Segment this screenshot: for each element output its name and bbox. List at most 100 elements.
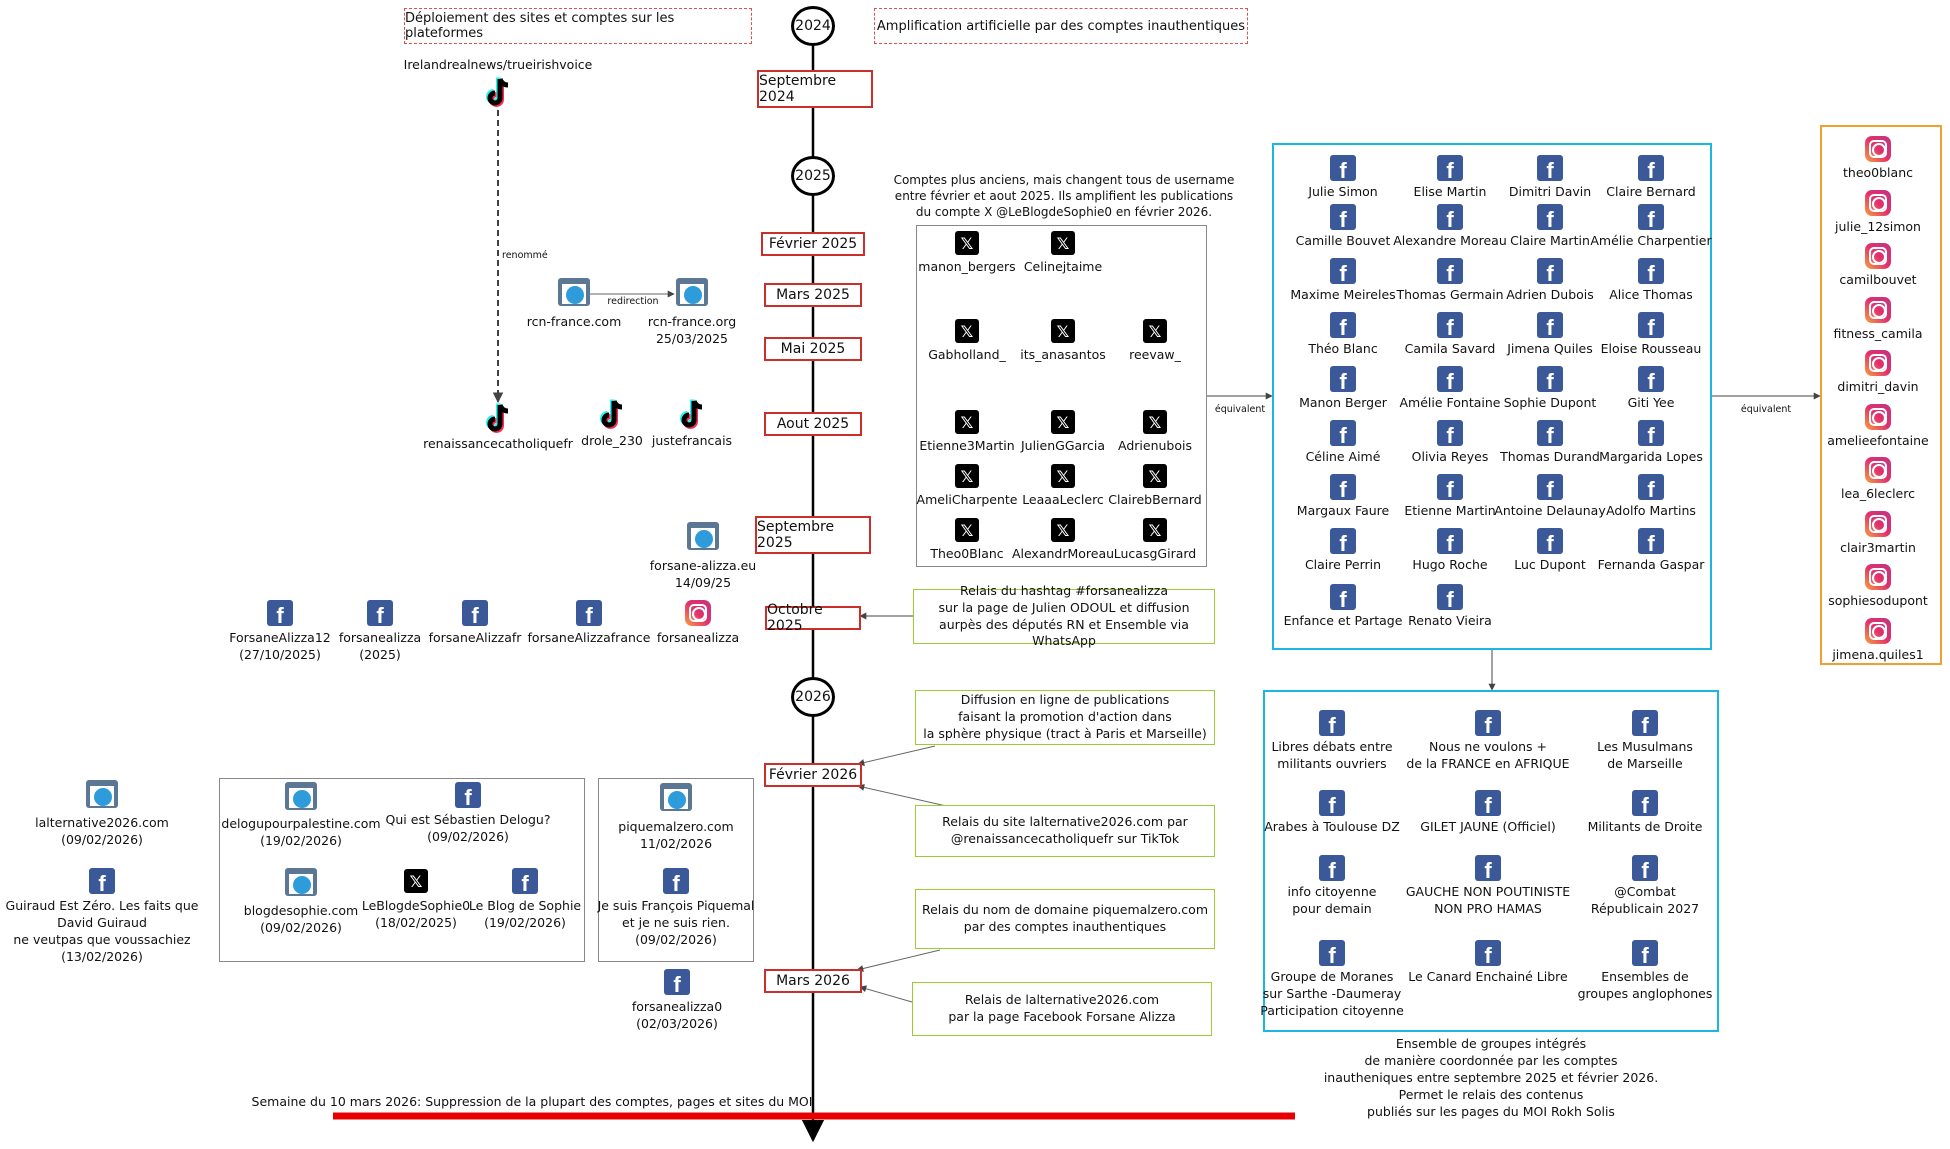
piquemal-site-label: piquemalzero.com 11/02/2026 bbox=[618, 819, 734, 851]
fb-account-label: Margarida Lopes bbox=[1599, 449, 1703, 464]
x-icon: 𝕏 bbox=[955, 410, 979, 434]
facebook-group-icon bbox=[1475, 710, 1501, 739]
x-account-label: AlexandrMoreau bbox=[1011, 546, 1115, 561]
ig-account-label: dimitri_davin bbox=[1837, 379, 1919, 394]
facebook-icon bbox=[1437, 258, 1463, 287]
facebook-group-icon bbox=[1319, 710, 1345, 739]
fb-account-label: Luc Dupont bbox=[1514, 557, 1586, 572]
instagram-icon bbox=[1865, 617, 1891, 644]
fb-page-label: forsaneAlizzafrance bbox=[527, 630, 651, 645]
facebook-group-icon bbox=[1632, 855, 1658, 884]
group-label: Ensembles de groupes anglophones bbox=[1577, 969, 1713, 1001]
note-tiktok-relay: Relais du site lalternative2026.com par … bbox=[915, 805, 1215, 857]
x-account-label: its_anasantos bbox=[1020, 347, 1106, 362]
fb-account-label: Manon Berger bbox=[1299, 395, 1387, 410]
fb-account-label: Dimitri Davin bbox=[1508, 184, 1592, 199]
fb-page-label: forsanealizza (2025) bbox=[338, 630, 422, 662]
piquemal-fb-label: Je suis François Piquemal et je ne suis … bbox=[597, 898, 755, 947]
facebook-icon bbox=[1537, 155, 1563, 184]
lalternative-label: lalternative2026.com (09/02/2026) bbox=[35, 815, 169, 847]
x-account-label: Adrienubois bbox=[1118, 438, 1192, 453]
facebook-icon bbox=[367, 600, 393, 629]
x-icon: 𝕏 bbox=[955, 464, 979, 488]
x-icon: 𝕏 bbox=[1143, 464, 1167, 488]
fb-account-label: Hugo Roche bbox=[1412, 557, 1488, 572]
facebook-icon bbox=[1537, 312, 1563, 341]
ig-account-label: fitness_camila bbox=[1833, 325, 1923, 341]
website-icon bbox=[86, 780, 118, 808]
instagram-icon bbox=[1865, 457, 1891, 483]
x-icon: 𝕏 bbox=[1051, 231, 1075, 255]
facebook-icon bbox=[1437, 312, 1463, 341]
instagram-icon bbox=[685, 600, 711, 626]
fb-account-label: Camille Bouvet bbox=[1295, 233, 1391, 248]
x-icon: 𝕏 bbox=[1051, 464, 1075, 488]
delogu-site-label: delogupourpalestine.com (19/02/2026) bbox=[221, 816, 381, 848]
date-mars-2025: Mars 2025 bbox=[764, 283, 862, 307]
year-2026: 2026 bbox=[791, 677, 835, 717]
fb-account-label: Théo Blanc bbox=[1308, 341, 1378, 356]
fb-account-label: Thomas Durand bbox=[1500, 449, 1600, 464]
facebook-icon bbox=[1638, 204, 1664, 233]
facebook-icon bbox=[1330, 474, 1356, 503]
tiktok-top-label: Irelandrealnews/trueirishvoice bbox=[403, 57, 593, 72]
x-icon: 𝕏 bbox=[1051, 319, 1075, 343]
rcn-com-label: rcn-france.com bbox=[526, 314, 622, 329]
tiktok-account-label: renaissancecatholiquefr bbox=[423, 436, 573, 451]
deletion-label: Semaine du 10 mars 2026: Suppression de … bbox=[251, 1094, 813, 1109]
group-label: info citoyenne pour demain bbox=[1287, 884, 1377, 916]
instagram-icon bbox=[1865, 403, 1891, 430]
fb-account-label: Sophie Dupont bbox=[1503, 395, 1597, 410]
note-facebook-relay: Relais de lalternative2026.com par la pa… bbox=[912, 982, 1212, 1036]
website-icon bbox=[676, 278, 708, 306]
ig-account-label: julie_12simon bbox=[1835, 218, 1921, 234]
ig-account-label: camilbouvet bbox=[1839, 272, 1917, 287]
facebook-icon bbox=[1537, 366, 1563, 395]
facebook-icon bbox=[1437, 366, 1463, 395]
fb-account-label: Enfance et Partage bbox=[1283, 613, 1403, 628]
fb-account-label: Margaux Faure bbox=[1296, 503, 1390, 518]
groups-caption: Ensemble de groupes intégrés de manière … bbox=[1323, 1036, 1659, 1119]
facebook-icon bbox=[664, 969, 690, 998]
facebook-icon bbox=[1330, 204, 1356, 233]
facebook-icon bbox=[1437, 584, 1463, 613]
x-icon: 𝕏 bbox=[955, 518, 979, 542]
facebook-icon bbox=[1330, 258, 1356, 287]
x-icon: 𝕏 bbox=[1051, 410, 1075, 434]
x-icon: 𝕏 bbox=[1051, 518, 1075, 542]
x-icon: 𝕏 bbox=[1143, 410, 1167, 434]
fb-accounts-box bbox=[1272, 143, 1712, 650]
facebook-group-icon bbox=[1319, 855, 1345, 884]
blog-fb-label: Le Blog de Sophie (19/02/2026) bbox=[468, 898, 582, 930]
instagram-icon bbox=[1865, 510, 1891, 537]
website-icon bbox=[285, 868, 317, 896]
facebook-icon bbox=[1330, 528, 1356, 557]
website-icon bbox=[687, 522, 719, 550]
fb-account-label: Julie Simon bbox=[1308, 184, 1378, 199]
x-account-label: LeaaaLeclerc bbox=[1022, 492, 1104, 507]
tiktok-account-label: justefrancais bbox=[651, 433, 733, 448]
facebook-icon bbox=[1330, 312, 1356, 341]
fb-account-label: Elise Martin bbox=[1413, 184, 1487, 199]
tiktok-icon bbox=[675, 398, 709, 436]
facebook-icon bbox=[1638, 312, 1664, 341]
x-icon: 𝕏 bbox=[955, 319, 979, 343]
instagram-icon bbox=[1865, 136, 1891, 162]
fb-account-label: Céline Aimé bbox=[1305, 449, 1381, 464]
fb-page-label: ForsaneAlizza12 (27/10/2025) bbox=[229, 630, 331, 662]
guiraud-page-label: Guiraud Est Zéro. Les faits que David Gu… bbox=[5, 898, 199, 964]
facebook-group-icon bbox=[1319, 790, 1345, 819]
instagram-icon bbox=[1865, 350, 1891, 376]
fb-account-label: Thomas Germain bbox=[1396, 287, 1504, 302]
fb-account-label: Maxime Meireles bbox=[1290, 287, 1396, 302]
group-label: Groupe de Moranes sur Sarthe -Daumeray P… bbox=[1260, 969, 1404, 1018]
x-account-label: Celinejtaime bbox=[1023, 259, 1103, 274]
note-physical-actions: Diffusion en ligne de publications faisa… bbox=[915, 690, 1215, 745]
equivalent-label: équivalent bbox=[1214, 404, 1266, 415]
group-label: Libres débats entre militants ouvriers bbox=[1271, 739, 1393, 771]
blog-x-label: LeBlogdeSophie0 (18/02/2025) bbox=[361, 898, 471, 930]
legend-deployment: Déploiement des sites et comptes sur les… bbox=[404, 8, 752, 44]
rcn-org-label: rcn-france.org 25/03/2025 bbox=[647, 314, 737, 346]
fb-account-label: Jimena Quiles bbox=[1507, 341, 1593, 356]
date-mars-2026: Mars 2026 bbox=[764, 969, 862, 993]
